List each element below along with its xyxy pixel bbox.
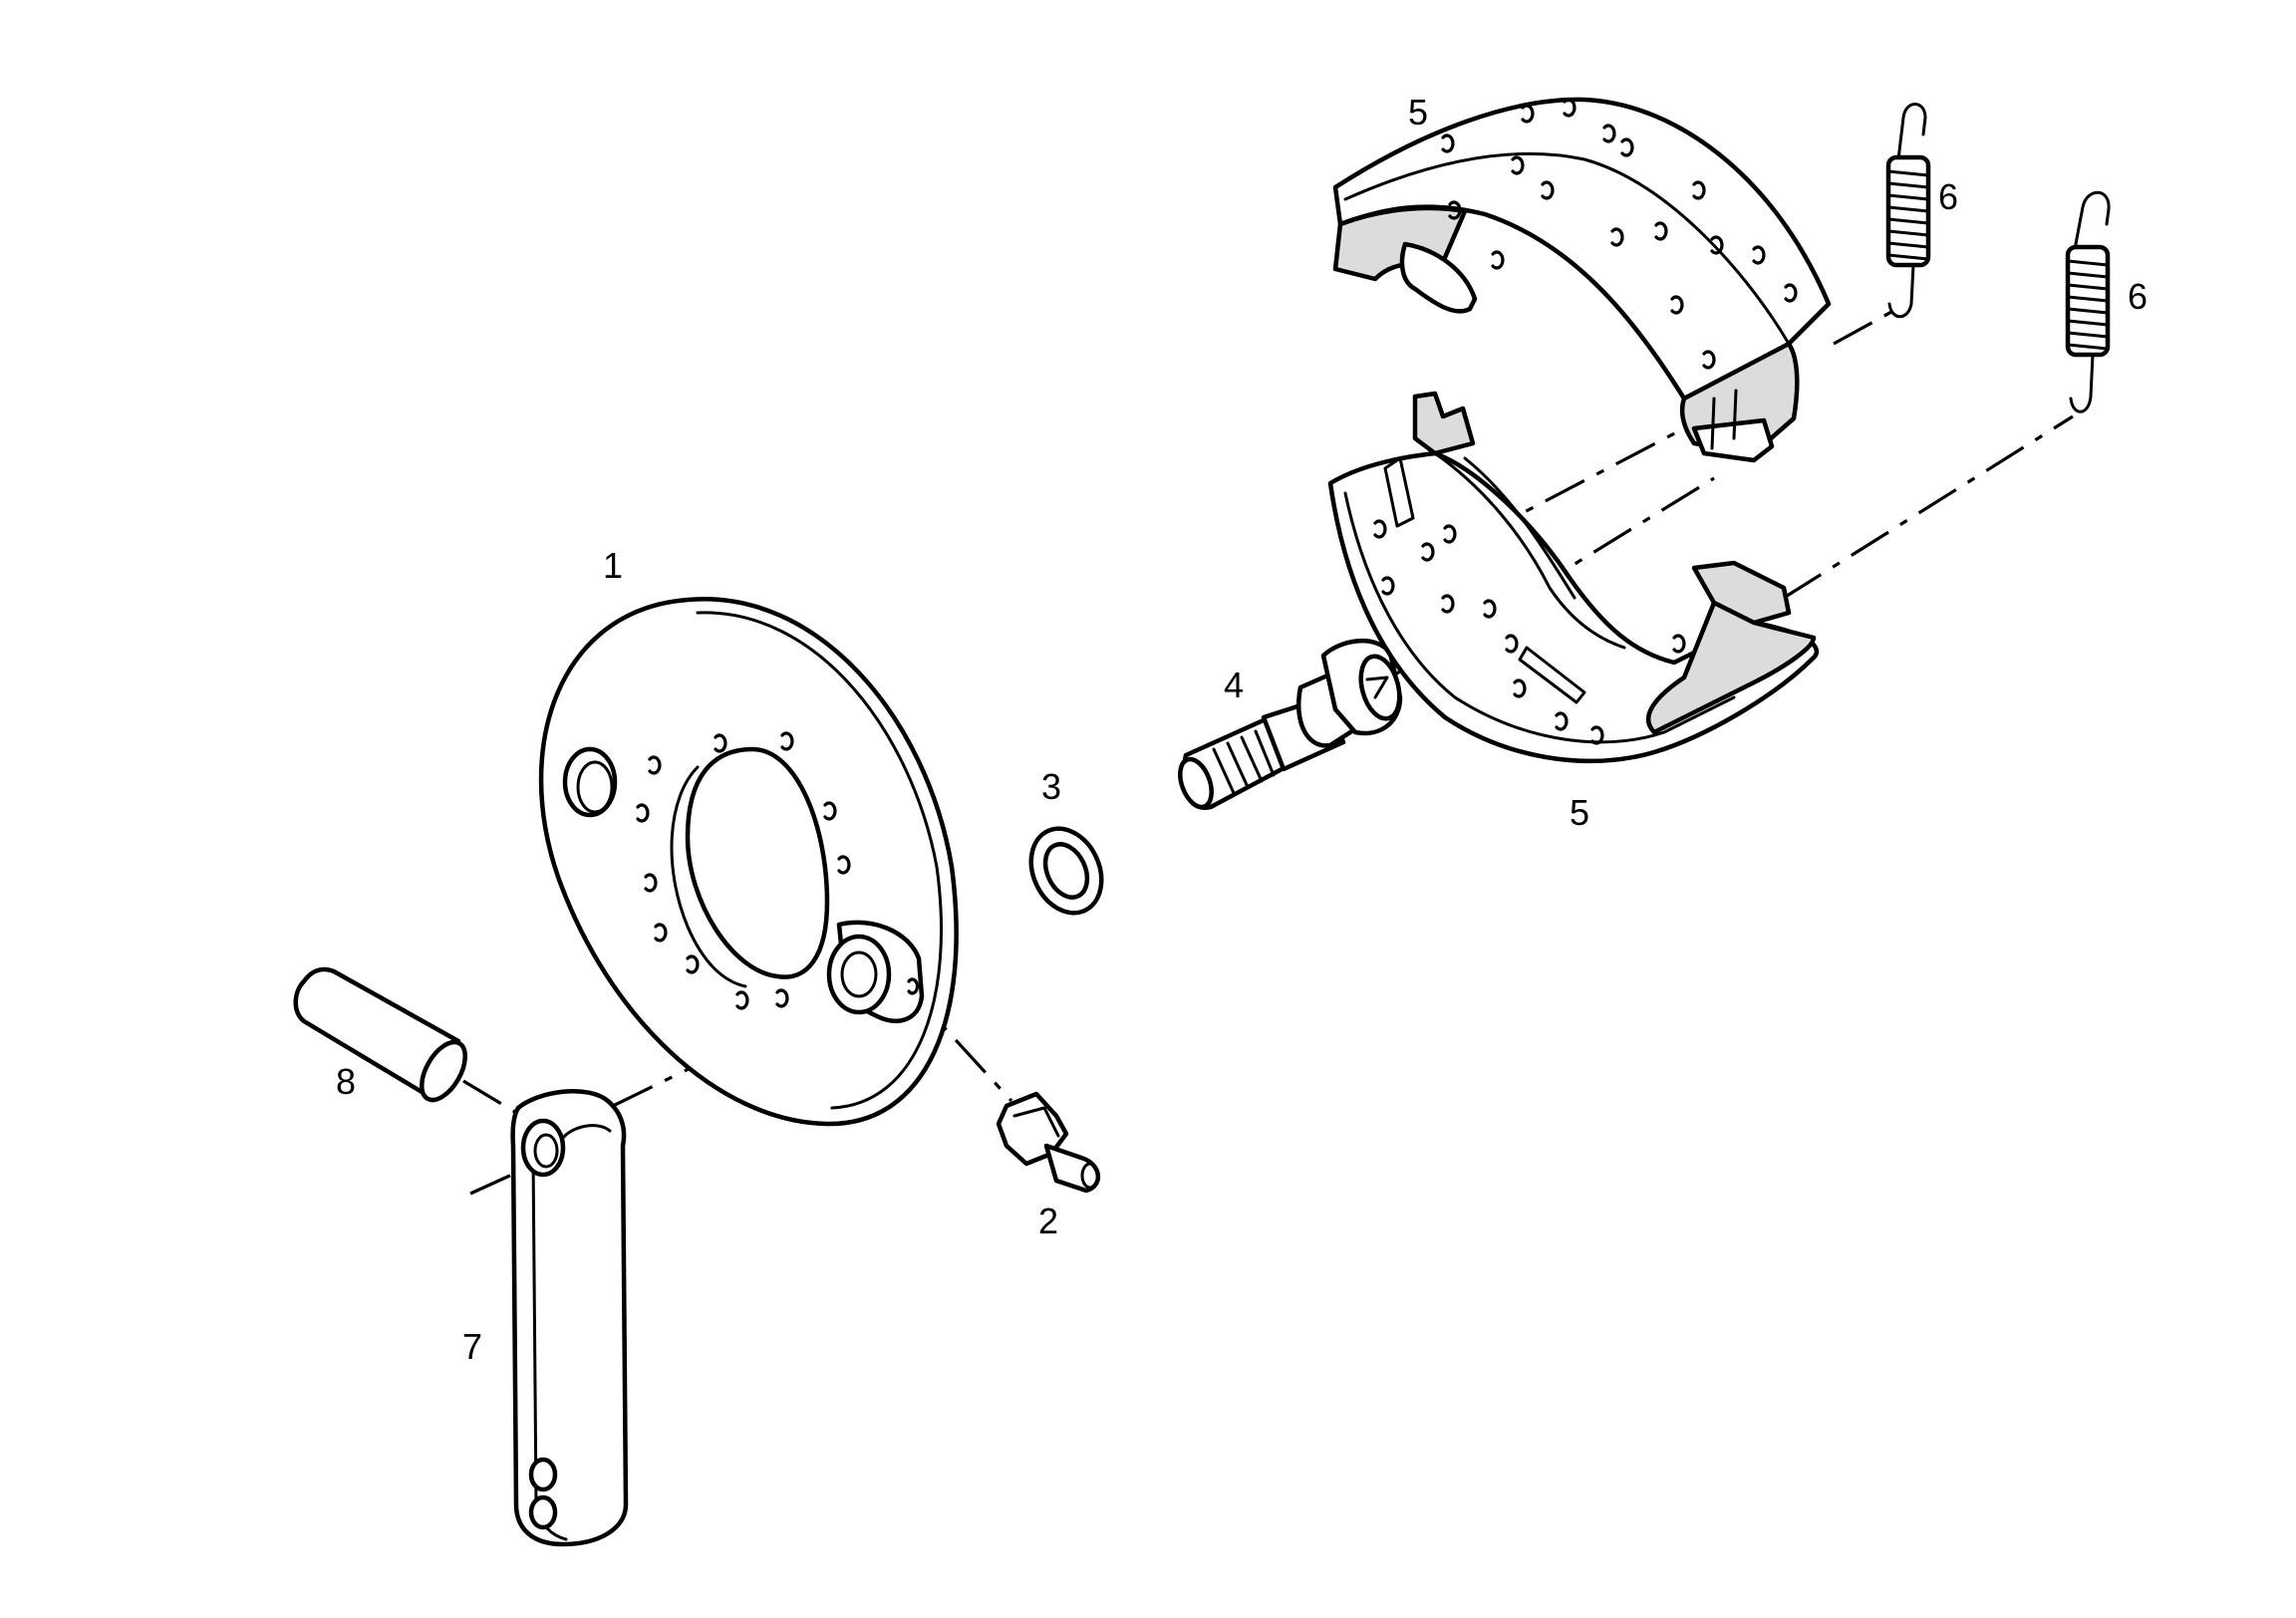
anchor-plate-rim (696, 611, 943, 1110)
lever-arm (510, 1089, 629, 1547)
lever-arm-body (510, 1089, 629, 1547)
leader-upper-shoe-to-spring (1833, 309, 1894, 346)
callout-2: 2 (1038, 1201, 1058, 1241)
callout-4: 4 (1224, 665, 1244, 705)
anchor-plate-boss-bore (840, 950, 878, 998)
callout-7: 7 (462, 1326, 482, 1367)
brake-shoe-lower-end-web (1645, 600, 1817, 735)
cam-shaft-spline-end (1178, 756, 1214, 810)
brake-shoe-lower-slot-2 (1518, 646, 1586, 704)
lever-arm-hole-lower (528, 1494, 558, 1530)
callout-5-lower: 5 (1570, 792, 1589, 833)
lever-arm-hole-upper (528, 1457, 558, 1492)
brake-shoe-lower-web (1433, 451, 1626, 650)
return-spring-1-hook-bottom (1887, 263, 1915, 319)
grease-nipple (996, 1091, 1100, 1194)
return-spring-1-hook-top (1896, 103, 1927, 161)
seal-ring (1028, 826, 1104, 916)
pin (293, 966, 467, 1103)
brake-shoe-upper-lining-edge (1343, 151, 1791, 346)
brake-shoe-upper-web-notch (1399, 241, 1478, 314)
grease-nipple-tip (1043, 1143, 1100, 1194)
brake-shoe-lower-web-inner (1463, 456, 1577, 600)
cam-shaft-head-detail (1365, 675, 1389, 699)
callout-6-first: 6 (1938, 176, 1958, 217)
anchor-plate-center-bore (685, 746, 830, 979)
return-spring-2 (2065, 190, 2111, 413)
cam-shaft (1178, 638, 1403, 810)
callouts: 1 2 3 4 5 5 6 6 7 8 (336, 92, 2148, 1367)
return-spring-1 (1885, 103, 1931, 319)
callout-5-upper: 5 (1408, 92, 1428, 133)
seal-ring-inner (1042, 842, 1090, 900)
anchor-plate-rivets (636, 731, 851, 1010)
return-spring-1-coil-lines (1886, 169, 1930, 261)
leader-lower-shoe-to-spring (1783, 414, 2074, 600)
lever-arm-side-edge (561, 1124, 612, 1140)
anchor-plate-bore-edge (670, 765, 747, 988)
anchor-plate-small-hole-inner (576, 760, 614, 814)
brake-shoe-lower-web-start (1412, 391, 1476, 456)
return-spring-2-coil-lines (2066, 259, 2110, 351)
callout-8: 8 (336, 1061, 356, 1102)
leader-pin-to-lever (462, 1079, 519, 1116)
brake-shoe-upper-rivets (1441, 98, 1798, 370)
brake-shoe-lower-lining-edge (1343, 491, 1736, 744)
anchor-plate-boss-face (826, 934, 892, 1015)
callout-3: 3 (1041, 766, 1061, 807)
brake-shoe-lower (1327, 391, 1820, 764)
brake-shoe-lower-slot (1383, 456, 1415, 528)
brake-shoe-lower-rivets (1373, 519, 1686, 745)
return-spring-2-hook-top (2073, 190, 2111, 251)
callout-1: 1 (603, 545, 623, 586)
grease-nipple-hex-edge (1012, 1106, 1060, 1138)
brake-shoe-upper (1332, 97, 1832, 463)
return-spring-2-hook-bottom (2069, 353, 2095, 413)
callout-6-second: 6 (2128, 276, 2148, 317)
grease-nipple-tip-end (1080, 1162, 1100, 1190)
pin-end-face (420, 1039, 467, 1103)
cam-shaft-spline-teeth (1212, 729, 1276, 795)
anchor-plate (538, 596, 959, 1127)
lever-arm-bore-inner (533, 1133, 559, 1169)
